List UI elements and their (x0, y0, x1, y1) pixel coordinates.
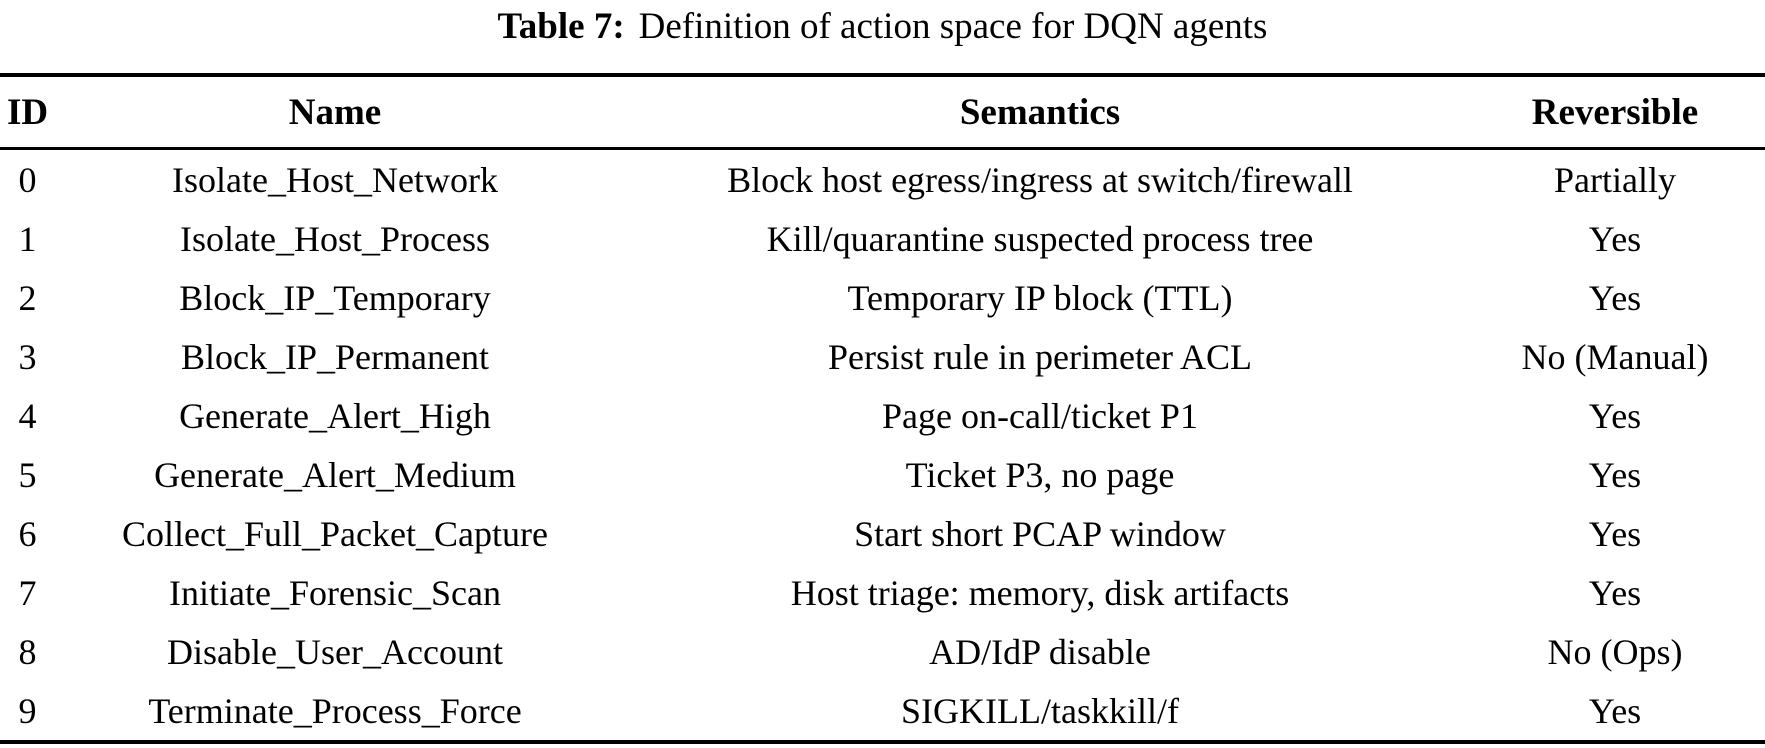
table-body: 0 Isolate_Host_Network Block host egress/i… (0, 150, 1765, 740)
cell-semantics: Block host egress/ingress at switch/fire… (727, 159, 1353, 200)
cell-reversible: Yes (1588, 513, 1642, 554)
table-row: 4 Generate_Alert_High Page on-call/ticket … (0, 386, 1765, 445)
cell-semantics: AD/IdP disable (929, 631, 1151, 672)
cell-name: Initiate_Forensic_Scan (169, 572, 501, 613)
cell-semantics: Page on-call/ticket P1 (882, 395, 1198, 436)
cell-semantics: Start short PCAP window (854, 513, 1226, 554)
cell-id: 6 (18, 513, 37, 554)
cell-name: Isolate_Host_Process (180, 218, 490, 259)
cell-name: Generate_Alert_Medium (154, 454, 516, 495)
cell-name: Terminate_Process_Force (148, 690, 522, 731)
table-row: 9 Terminate_Process_Force SIGKILL/taskkill… (0, 681, 1765, 740)
cell-semantics: Persist rule in perimeter ACL (828, 336, 1252, 377)
cell-reversible: No (Ops) (1547, 631, 1683, 672)
cell-name: Generate_Alert_High (179, 395, 491, 436)
table-caption: Table 7: Definition of action space for D… (0, 4, 1765, 50)
table-caption-text: Definition of action space for DQN agent… (638, 6, 1268, 47)
table-row: 2 Block_IP_Temporary Temporary IP block (T… (0, 268, 1765, 327)
cell-name: Disable_User_Account (167, 631, 503, 672)
cell-id: 4 (18, 395, 37, 436)
table-row: 5 Generate_Alert_Medium Ticket P3, no page… (0, 445, 1765, 504)
table-row: 0 Isolate_Host_Network Block host egress/i… (0, 150, 1765, 209)
cell-id: 2 (18, 277, 37, 318)
cell-id: 1 (18, 218, 37, 259)
cell-semantics: SIGKILL/taskkill/f (901, 690, 1179, 731)
cell-semantics: Ticket P3, no page (905, 454, 1175, 495)
cell-reversible: Yes (1588, 454, 1642, 495)
table-row: 3 Block_IP_Permanent Persist rule in perim… (0, 327, 1765, 386)
cell-id: 3 (18, 336, 37, 377)
cell-id: 8 (18, 631, 37, 672)
cell-reversible: Yes (1588, 277, 1642, 318)
cell-reversible: Partially (1554, 159, 1676, 200)
cell-reversible: No (Manual) (1521, 336, 1709, 377)
cell-reversible: Yes (1588, 690, 1642, 731)
cell-reversible: Yes (1588, 572, 1642, 613)
cell-semantics: Kill/quarantine suspected process tree (766, 218, 1314, 259)
cell-reversible: Yes (1588, 218, 1642, 259)
table-caption-label: Table 7: (497, 6, 625, 47)
cell-name: Collect_Full_Packet_Capture (122, 513, 548, 554)
header-cell-reversible: Reversible (1531, 91, 1699, 133)
table-header: ID Name Semantics Reversible (0, 77, 1765, 150)
header-cell-id: ID (6, 91, 49, 133)
cell-name: Isolate_Host_Network (172, 159, 498, 200)
header-cell-name: Name (288, 91, 382, 133)
table-row: 1 Isolate_Host_Process Kill/quarantine sus… (0, 209, 1765, 268)
cell-id: 5 (18, 454, 37, 495)
table-row: 6 Collect_Full_Packet_Capture Start short … (0, 504, 1765, 563)
cell-id: 7 (18, 572, 37, 613)
cell-reversible: Yes (1588, 395, 1642, 436)
cell-semantics: Host triage: memory, disk artifacts (790, 572, 1290, 613)
cell-id: 9 (18, 690, 37, 731)
table-header-row: ID Name Semantics Reversible (0, 77, 1765, 147)
table-row: 7 Initiate_Forensic_Scan Host triage: memo… (0, 563, 1765, 622)
cell-id: 0 (18, 159, 37, 200)
cell-name: Block_IP_Permanent (181, 336, 489, 377)
header-cell-semantics: Semantics (959, 91, 1121, 133)
table-row: 8 Disable_User_Account AD/IdP disable No (O… (0, 622, 1765, 681)
cell-semantics: Temporary IP block (TTL) (847, 277, 1233, 318)
cell-name: Block_IP_Temporary (179, 277, 491, 318)
